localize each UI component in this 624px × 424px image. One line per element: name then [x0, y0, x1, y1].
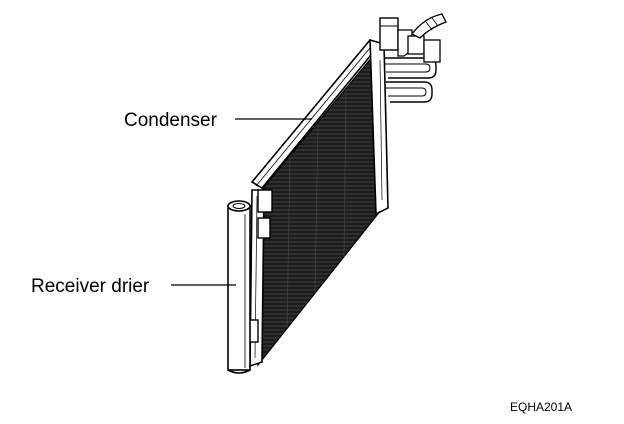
- receiver-drier-cylinder: [227, 200, 251, 374]
- condenser-label: Condenser: [124, 110, 218, 131]
- pipe-fittings: [379, 13, 447, 63]
- receiver-drier-label: Receiver drier: [31, 276, 150, 297]
- refrigerant-pipe-loops: [384, 57, 437, 103]
- figure-code: EQHA201A: [510, 400, 572, 414]
